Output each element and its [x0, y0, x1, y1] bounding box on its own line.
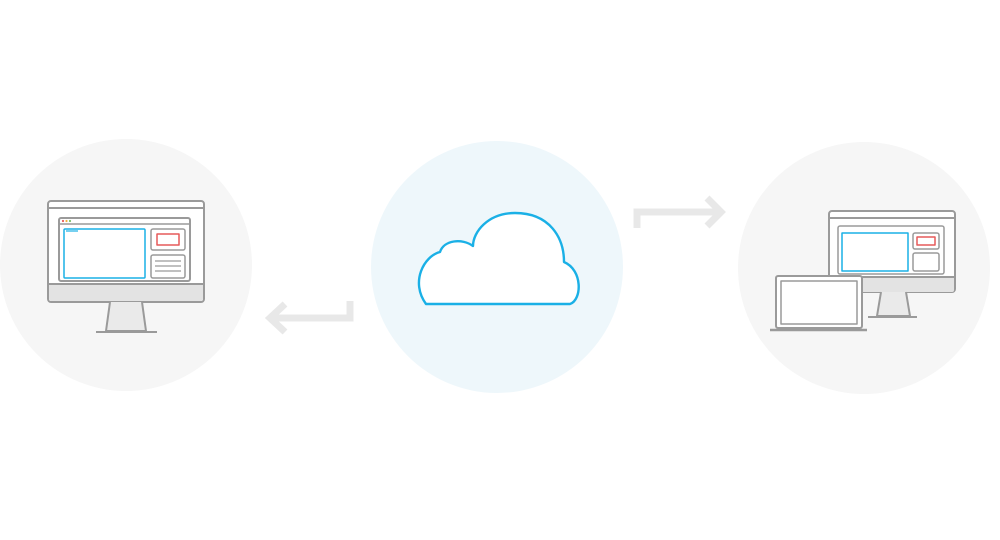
- desktop-and-laptop-icon: [770, 210, 956, 332]
- devices-node: [738, 142, 990, 394]
- cloud-node: [371, 141, 623, 393]
- desktop-monitor-icon: [47, 200, 205, 333]
- arrow-right-icon: [633, 195, 726, 229]
- cloud-icon: [417, 211, 580, 306]
- desktop-node: [0, 139, 252, 391]
- arrow-left-icon: [264, 301, 354, 335]
